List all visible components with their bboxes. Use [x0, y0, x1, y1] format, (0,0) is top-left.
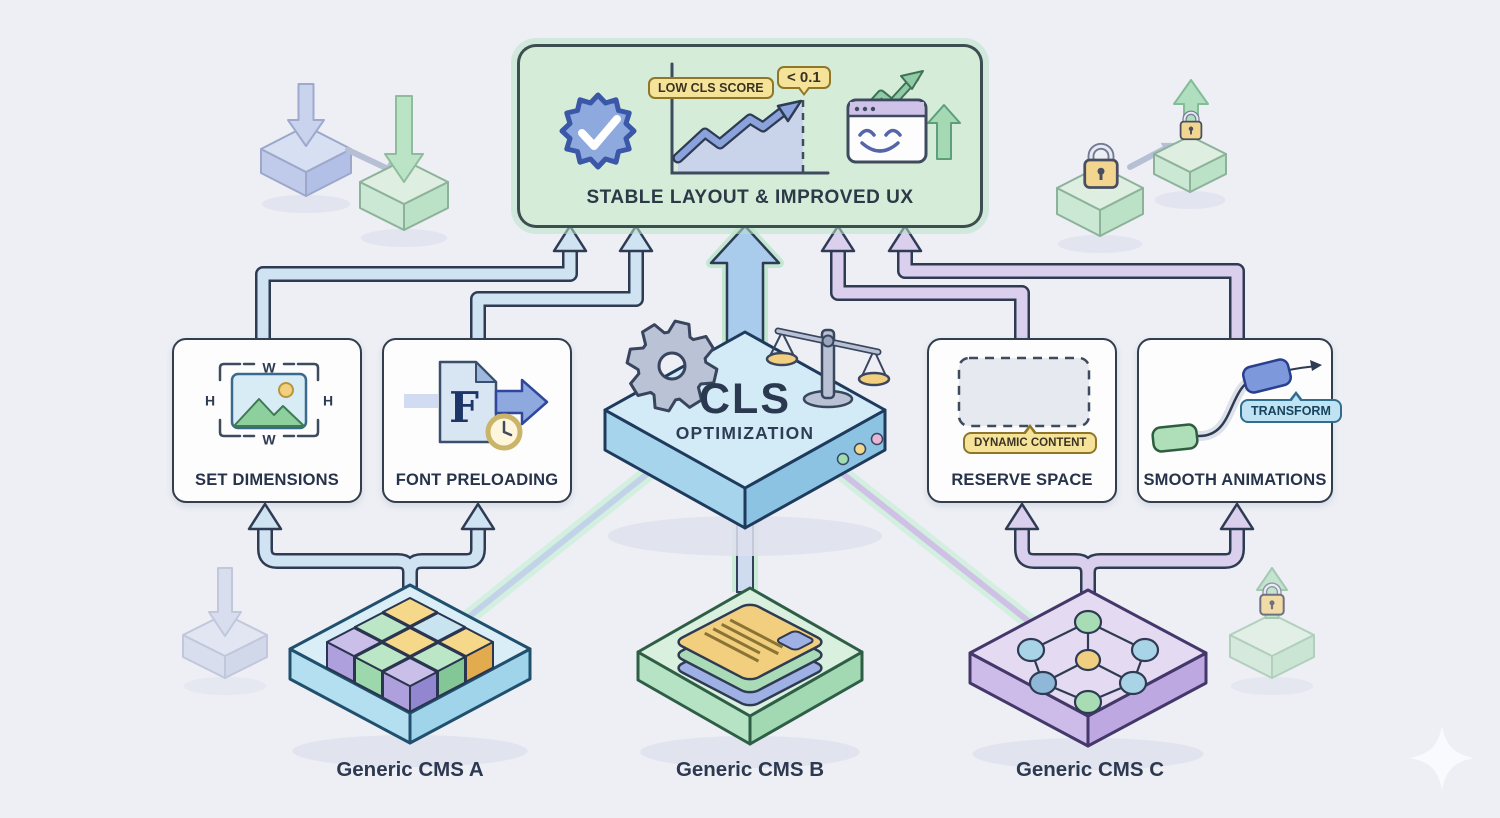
transform-tag: TRANSFORM	[1240, 391, 1342, 423]
hub-title: CLS	[699, 375, 791, 423]
strategy-box-smooth-animations: SMOOTH ANIMATIONS	[1137, 338, 1333, 503]
outcome-panel: LOW CLS SCORE < 0.1 STABLE LAYOUT & IMPR…	[520, 47, 980, 225]
happy-browser-icon	[846, 70, 961, 164]
strategy-label: RESERVE SPACE	[951, 471, 1093, 489]
content-blocks-icon	[326, 597, 494, 713]
strategy-label: FONT PRELOADING	[395, 471, 559, 489]
gear-icon	[625, 319, 719, 413]
image-dimensions-icon: W W H H	[205, 360, 333, 448]
strategy-label: SET DIMENSIONS	[195, 471, 339, 489]
stacked-documents-icon	[674, 602, 827, 707]
decor-faded-locked-box	[1229, 567, 1315, 695]
dynamic-content-tag: DYNAMIC CONTENT	[963, 424, 1098, 454]
decor-faded-box	[182, 567, 268, 695]
cms-b-label: Generic CMS B	[675, 758, 825, 781]
strategy-box-font-preloading: F FONT PRELOADING	[382, 338, 572, 503]
verified-badge-icon	[559, 92, 637, 170]
strategy-label: SMOOTH ANIMATIONS	[1143, 471, 1327, 489]
svg-text:H: H	[323, 393, 333, 409]
svg-text:H: H	[205, 393, 215, 409]
flow-arrow-smooth-animations	[887, 224, 1245, 341]
transform-motion-icon	[1151, 358, 1322, 453]
svg-text:W: W	[262, 432, 276, 448]
up-arrow-icon	[927, 104, 961, 160]
balance-scale-icon	[765, 327, 891, 409]
cls-score-chart	[670, 62, 830, 175]
cls-score-value-callout: < 0.1	[777, 66, 831, 96]
cms-c-label: Generic CMS C	[1015, 758, 1165, 781]
flow-arrow-reserve-space	[820, 224, 1030, 341]
strategy-box-set-dimensions: W W H H SET DIMENSIONS	[172, 338, 362, 503]
isometric-platforms	[288, 330, 1208, 770]
cms-a-label: Generic CMS A	[336, 758, 484, 781]
flow-arrow-set-dimensions	[255, 224, 588, 341]
strategy-box-reserve-space: RESERVE SPACE	[927, 338, 1117, 503]
preload-arrow-icon	[494, 378, 549, 426]
main-flow-arrow	[706, 221, 784, 353]
hub-subtitle: OPTIMIZATION	[675, 423, 815, 443]
svg-text:F: F	[449, 383, 479, 432]
outcome-title: STABLE LAYOUT & IMPROVED UX	[586, 187, 914, 208]
network-graph-icon	[1016, 609, 1160, 715]
sparkle-watermark	[1410, 726, 1474, 790]
low-cls-score-tag: LOW CLS SCORE	[648, 77, 774, 99]
hub-title-block: CLS OPTIMIZATION	[645, 376, 845, 444]
branch-arrows-cms-a	[247, 502, 496, 596]
branch-arrows-cms-c	[1004, 502, 1255, 596]
flow-arrow-font-preloading	[470, 224, 654, 341]
font-document-icon: F	[404, 360, 549, 451]
decor-import-boxes	[260, 83, 449, 247]
decor-locked-boxes	[1056, 79, 1227, 253]
svg-text:W: W	[262, 360, 276, 376]
hub-indicator-dots	[836, 432, 884, 466]
